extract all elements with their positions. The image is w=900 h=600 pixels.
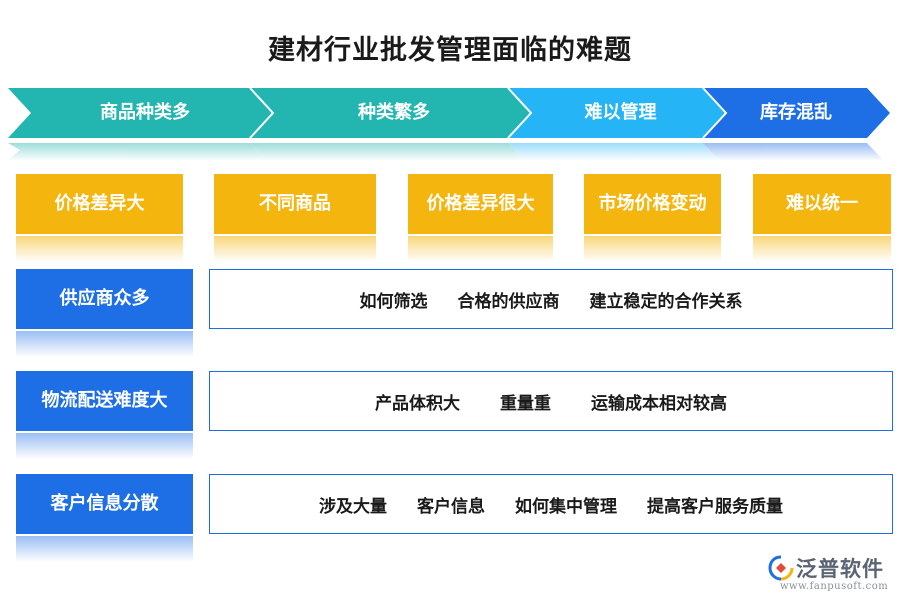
row-item: 涉及大量 xyxy=(319,496,387,517)
card-reflection xyxy=(16,236,183,262)
card-market-price-change: 市场价格变动 xyxy=(584,174,721,234)
row-label-reflection xyxy=(16,331,193,357)
logo-url: www.fanpusoft.com xyxy=(780,581,889,592)
row-item: 重量重 xyxy=(500,393,551,414)
row-content-logistics: 产品体积大 重量重 运输成本相对较高 xyxy=(209,371,893,431)
row-label-suppliers: 供应商众多 xyxy=(16,269,193,329)
card-hard-to-unify: 难以统一 xyxy=(753,174,891,234)
fanpu-logo-icon xyxy=(768,555,794,581)
row-item: 产品体积大 xyxy=(375,393,460,414)
banner-label-2: 种类繁多 xyxy=(358,102,430,123)
row-item: 提高客户服务质量 xyxy=(647,496,783,517)
row-label-logistics: 物流配送难度大 xyxy=(16,371,193,431)
row-item: 客户信息 xyxy=(417,496,485,517)
row-item: 如何集中管理 xyxy=(515,496,617,517)
row-item: 运输成本相对较高 xyxy=(591,393,727,414)
row-content-suppliers: 如何筛选 合格的供应商 建立稳定的合作关系 xyxy=(209,269,893,329)
card-reflection xyxy=(584,236,721,262)
card-reflection xyxy=(753,236,891,262)
row-label-customers: 客户信息分散 xyxy=(16,474,193,534)
banner-label-3: 难以管理 xyxy=(584,102,657,123)
company-logo: 泛普软件 www.fanpusoft.com xyxy=(768,553,893,593)
card-different-products: 不同商品 xyxy=(214,174,376,234)
row-label-reflection xyxy=(16,536,193,562)
logo-name: 泛普软件 xyxy=(796,557,884,581)
page-title: 建材行业批发管理面临的难题 xyxy=(268,35,632,66)
card-reflection xyxy=(408,236,553,262)
banner-label-4: 库存混乱 xyxy=(760,102,832,123)
row-item: 如何筛选 xyxy=(359,291,428,312)
banner-label-1: 商品种类多 xyxy=(100,102,190,123)
card-reflection xyxy=(214,236,376,262)
card-large-price-difference: 价格差异很大 xyxy=(408,174,553,234)
row-item: 合格的供应商 xyxy=(457,291,560,312)
card-price-difference: 价格差异大 xyxy=(16,174,183,234)
banner-reflection xyxy=(8,143,883,160)
row-item: 建立稳定的合作关系 xyxy=(589,291,743,312)
row-label-reflection xyxy=(16,433,193,459)
row-content-customers: 涉及大量 客户信息 如何集中管理 提高客户服务质量 xyxy=(209,474,893,534)
